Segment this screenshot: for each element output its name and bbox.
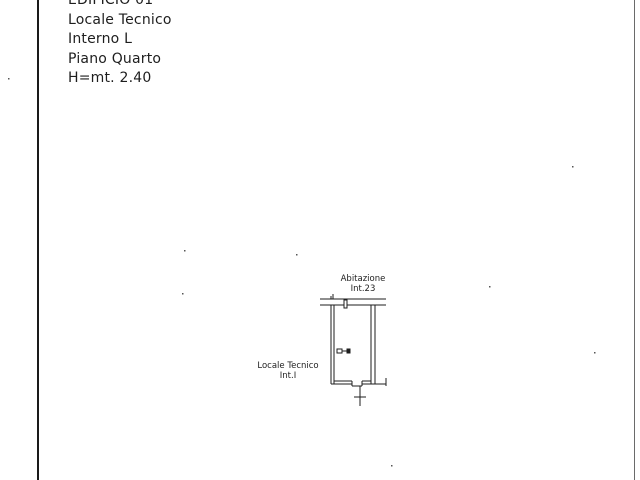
- entrance-door: [351, 381, 363, 387]
- header-building: EDIFICIO 01: [68, 0, 154, 8]
- header-unit: Interno L: [68, 31, 133, 47]
- locale-tecnico-walls: [330, 305, 387, 386]
- scan-specks: [8, 78, 596, 467]
- speck: [594, 352, 596, 354]
- speck: [8, 78, 10, 80]
- abitazione-unit: Int.23: [350, 284, 376, 294]
- speck: [182, 293, 184, 295]
- entrance-arrow-icon: [354, 386, 366, 406]
- locale-tecnico-unit: Int.I: [279, 371, 297, 381]
- header-ceiling-height: H=mt. 2.40: [68, 70, 152, 86]
- sheet-left-border: [37, 0, 39, 480]
- speck: [489, 286, 491, 288]
- header-floor: Piano Quarto: [68, 50, 162, 67]
- abitazione-label: Abitazione Int.23: [336, 274, 390, 294]
- locale-tecnico-name: Locale Tecnico: [257, 361, 319, 371]
- speck: [184, 250, 186, 252]
- abitazione-wall: [320, 294, 386, 306]
- speck: [296, 254, 298, 256]
- door-jamb-marker: [343, 299, 348, 309]
- sheet-right-border: [634, 0, 635, 480]
- shaft-marker: [336, 348, 351, 354]
- locale-tecnico-label: Locale Tecnico Int.I: [250, 361, 326, 381]
- abitazione-name: Abitazione: [340, 274, 386, 284]
- plan-header: EDIFICIO 01 Locale Tecnico Interno L Pia…: [68, 0, 172, 89]
- header-room-type: Locale Tecnico: [68, 11, 172, 28]
- speck: [391, 465, 393, 467]
- speck: [572, 166, 574, 168]
